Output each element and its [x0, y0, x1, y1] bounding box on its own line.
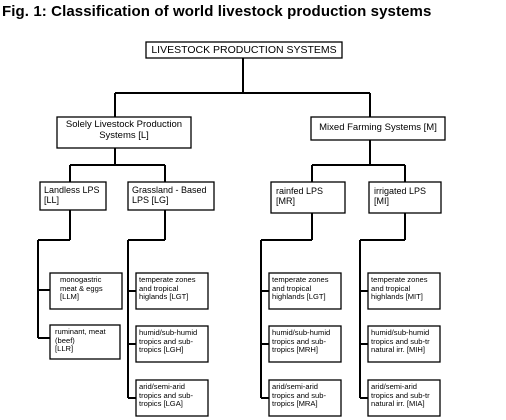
node-landless-label: Landless LPS [LL]	[44, 185, 100, 206]
node-ll-rum-label: ruminant, meat (beef) [LLR]	[55, 328, 106, 353]
node-root-label: LIVESTOCK PRODUCTION SYSTEMS	[151, 44, 337, 56]
box-mr-temp	[268, 272, 342, 310]
node-mixed-label: Mixed Farming Systems [M]	[319, 123, 437, 133]
box-mr-humid	[268, 325, 342, 363]
node-mr-humid-label: humid/sub-humid tropics and sub- tropics…	[272, 329, 331, 354]
box-ll-mono	[49, 272, 123, 310]
box-root	[145, 41, 343, 59]
node-irrigated-label: irrigated LPS [MI]	[374, 186, 427, 207]
figure-title: Fig. 1: Classification of world livestoc…	[2, 3, 432, 20]
box-mr-arid	[268, 379, 342, 417]
node-solely-label: Solely Livestock Production Systems [L]	[65, 120, 183, 141]
box-lg-temp	[135, 272, 209, 310]
box-irrigated	[368, 181, 442, 214]
tree-boxes	[39, 41, 446, 417]
box-landless	[39, 181, 107, 211]
box-rainfed	[270, 181, 346, 214]
node-mr-temp-label: temperate zones and tropical highlands […	[272, 276, 329, 301]
box-mixed	[310, 116, 446, 141]
node-lg-humid-label: humid/sub-humid tropics and sub- tropics…	[139, 329, 198, 354]
node-mi-temp-label: temperate zones and tropical highlands […	[371, 276, 428, 301]
box-ll-rum	[49, 324, 121, 360]
box-lg-arid	[135, 379, 209, 417]
box-solely	[56, 116, 192, 149]
node-ll-mono-label: monogastric meat & eggs [LLM]	[60, 276, 103, 301]
node-grassland-label: Grassland - Based LPS [LG]	[132, 185, 207, 206]
node-mi-arid-label: arid/semi-arid tropics and sub-tr natura…	[371, 383, 430, 408]
node-lg-arid-label: arid/semi-arid tropics and sub- tropics …	[139, 383, 194, 408]
box-mi-humid	[367, 325, 441, 363]
node-mi-humid-label: humid/sub-humid tropics and sub-tr natur…	[371, 329, 430, 354]
box-grassland	[127, 181, 215, 211]
node-lg-temp-label: temperate zones and tropical higlands [L…	[139, 276, 196, 301]
box-mi-temp	[367, 272, 441, 310]
tree-connectors	[37, 58, 406, 399]
node-rainfed-label: rainfed LPS [MR]	[276, 186, 324, 207]
box-mi-arid	[367, 379, 441, 417]
box-lg-humid	[135, 325, 209, 363]
node-mr-arid-label: arid/semi-arid tropics and sub- tropics …	[272, 383, 327, 408]
